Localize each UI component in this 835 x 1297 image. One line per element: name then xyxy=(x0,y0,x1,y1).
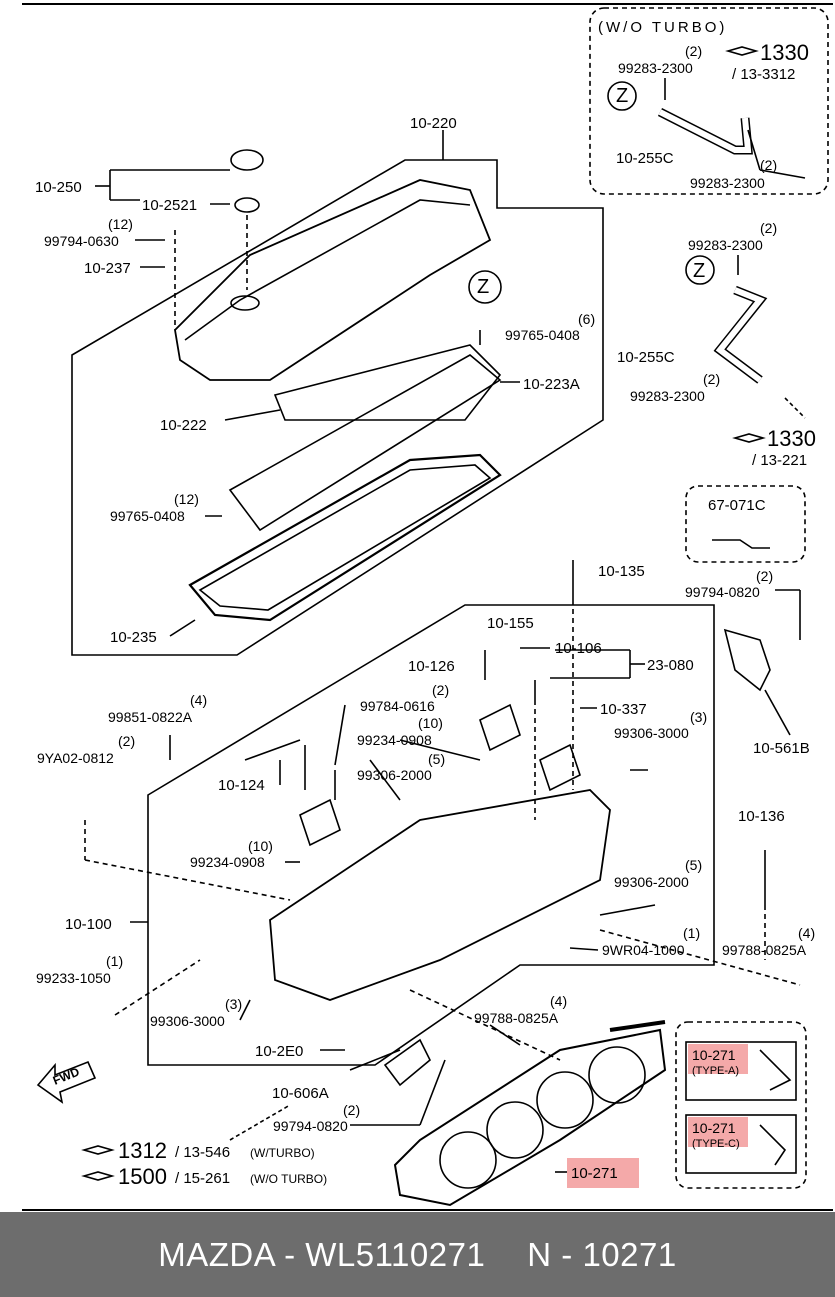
hose-turbo: 10-255C xyxy=(617,349,675,366)
label-sensor: 9WR04-1000 xyxy=(602,942,685,958)
label-cap: 10-250 xyxy=(35,179,82,196)
qty-stud2: (4) xyxy=(798,925,815,941)
z-marker-cover: Z xyxy=(477,276,489,298)
footer-bar: MAZDA - WL5110271 N - 10271 xyxy=(0,1212,835,1297)
label-plug2: 99306-3000 xyxy=(614,725,689,741)
clamp-top-label: 99283-2300 xyxy=(618,60,693,76)
hose-wo-turbo: 10-255C xyxy=(616,150,674,167)
qty-stud3: (4) xyxy=(550,993,567,1009)
qty-plug3: (5) xyxy=(428,751,445,767)
label-bolt3: 9YA02-0812 xyxy=(37,750,114,766)
qty-pin3: (10) xyxy=(248,838,273,854)
ref-13-546: / 13-546 xyxy=(175,1144,230,1161)
qty-clamp-top: (2) xyxy=(685,43,702,59)
qty-clamp-bottom: (2) xyxy=(760,157,777,173)
label-cover-box: 10-220 xyxy=(410,115,457,132)
label-screw: 99765-0408 xyxy=(505,327,580,343)
qty-screw: (6) xyxy=(578,311,595,327)
turbo-clamp-bottom: 99283-2300 xyxy=(630,388,705,404)
z-marker-box: Z xyxy=(616,85,628,107)
label-plate: 10-561B xyxy=(753,740,810,757)
label-head-gasket: 10-271 xyxy=(571,1165,618,1182)
label-plug4: 99306-2000 xyxy=(614,874,689,890)
label-pin: 10-337 xyxy=(600,701,647,718)
label-baffle-gasket: 10-222 xyxy=(160,417,207,434)
qty-stud: (4) xyxy=(190,692,207,708)
label-cap-seal: 10-2521 xyxy=(142,197,197,214)
label-bolt4: 99794-0820 xyxy=(273,1118,348,1134)
ref-1330-turbo: 1330 xyxy=(767,426,816,451)
qty-plug4: (5) xyxy=(685,857,702,873)
label-bolt2: 99784-0616 xyxy=(360,698,435,714)
qty-bolt3: (2) xyxy=(118,733,135,749)
label-seal: 10-106 xyxy=(555,640,602,657)
turbo-clamp-top: 99283-2300 xyxy=(688,237,763,253)
qty-bolt2: (2) xyxy=(432,682,449,698)
label-type-a: (TYPE-A) xyxy=(692,1065,739,1077)
ref-13-3312: / 13-3312 xyxy=(732,66,795,83)
label-plug: 10-155 xyxy=(487,615,534,632)
qty-bolt-cover: (12) xyxy=(108,216,133,232)
qty-sensor: (1) xyxy=(683,925,700,941)
label-outlet-gasket: 10-606A xyxy=(272,1085,329,1102)
qty-bracket-bolt: (2) xyxy=(756,568,773,584)
label-bolt-cover: 99794-0630 xyxy=(44,233,119,249)
footer-brand-part: MAZDA - WL5110271 xyxy=(158,1235,486,1273)
ref-13-221: / 13-221 xyxy=(752,452,807,469)
label-stud2: 99788-0825A xyxy=(722,942,807,958)
label-stud3: 99788-0825A xyxy=(474,1010,559,1026)
label-bolt-long: 10-135 xyxy=(598,563,645,580)
qty-turbo-clamp-top: (2) xyxy=(760,220,777,236)
label-insulator: 10-237 xyxy=(84,260,131,277)
ref-15-261: / 15-261 xyxy=(175,1170,230,1187)
ref-1330-top: 1330 xyxy=(760,40,809,65)
ref-1500: 1500 xyxy=(118,1164,167,1189)
qty-pin4: (1) xyxy=(106,953,123,969)
qty-bolt4: (2) xyxy=(343,1102,360,1118)
label-type-c: (TYPE-C) xyxy=(692,1138,740,1150)
label-pin2: 99234-0908 xyxy=(357,732,432,748)
footer-code: N - 10271 xyxy=(527,1235,677,1273)
label-cover-gasket: 10-235 xyxy=(110,629,157,646)
wo-turbo-title: (W/O TURBO) xyxy=(598,19,727,36)
label-bolt-136: 10-136 xyxy=(738,808,785,825)
label-kit: 23-080 xyxy=(647,657,694,674)
label-bracket-part: 67-071C xyxy=(708,497,766,514)
ref-1312: 1312 xyxy=(118,1138,167,1163)
label-plug5: 99306-3000 xyxy=(150,1013,225,1029)
qty-turbo-clamp-bottom: (2) xyxy=(703,371,720,387)
label-stud: 99851-0822A xyxy=(108,709,193,725)
label-bolt-126: 10-126 xyxy=(408,658,455,675)
ref-note-wo-turbo: (W/O TURBO) xyxy=(250,1172,327,1186)
qty-plug5: (3) xyxy=(225,996,242,1012)
parts-diagram: (W/O TURBO) 1330 / 13-3312 (2) 99283-230… xyxy=(22,3,833,1211)
label-pin3: 99234-0908 xyxy=(190,854,265,870)
z-marker-turbo: Z xyxy=(693,260,705,282)
clamp-bottom-label: 99283-2300 xyxy=(690,175,765,191)
label-screw2: 99765-0408 xyxy=(110,508,185,524)
label-type-c-part: 10-271 xyxy=(692,1120,736,1136)
qty-screw2: (12) xyxy=(174,491,199,507)
label-type-a-part: 10-271 xyxy=(692,1047,736,1063)
label-bracket-bolt: 99794-0820 xyxy=(685,584,760,600)
ref-note-turbo: (W/TURBO) xyxy=(250,1146,315,1160)
label-pin4: 99233-1050 xyxy=(36,970,111,986)
label-fitting: 10-2E0 xyxy=(255,1043,303,1060)
label-plug3: 99306-2000 xyxy=(357,767,432,783)
label-head: 10-100 xyxy=(65,916,112,933)
qty-pin2: (10) xyxy=(418,715,443,731)
label-bolt-124: 10-124 xyxy=(218,777,265,794)
qty-plug2: (3) xyxy=(690,709,707,725)
label-baffle: 10-223A xyxy=(523,376,580,393)
